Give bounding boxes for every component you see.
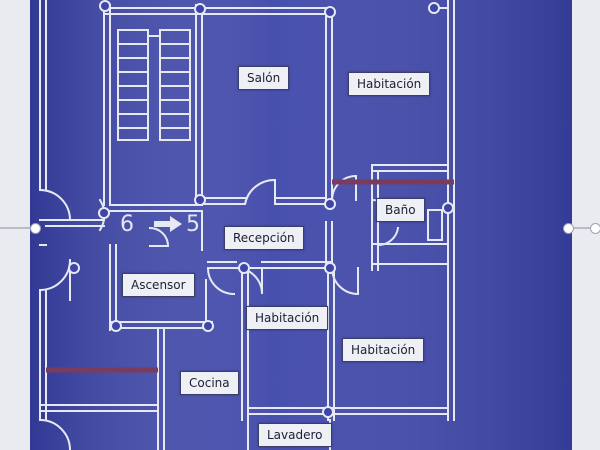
resize-handle-far-right[interactable] [590,223,600,234]
room-label-bano: Baño [376,198,425,222]
room-label-recepcion: Recepción [224,226,304,250]
room-label-cocina: Cocina [180,371,239,395]
wall-cocina [39,269,249,450]
stair-number-left: 6 [120,212,134,237]
accent-walls [46,179,454,373]
room-label-habitacion-center: Habitación [246,306,329,330]
wall-ascensor [109,244,213,331]
screen-glare [30,0,572,450]
wall-left-outer [39,0,47,421]
arrow-right-icon [154,216,182,232]
room-label-ascensor: Ascensor [122,273,195,297]
room-label-habitacion-right: Habitación [342,338,425,362]
frame-edge-left [0,227,30,229]
pillars [68,0,454,418]
frame-edge-right [572,227,600,229]
resize-handle-left[interactable] [30,223,41,234]
wall-salon-bottom [201,197,327,205]
room-label-salon: Salón [238,66,290,90]
wall-salon-habitacion [325,7,333,201]
stair-steps [117,29,191,141]
room-label-habitacion-top: Habitación [348,72,431,96]
resize-handle-right[interactable] [563,223,574,234]
room-label-lavadero: Lavadero [258,423,332,447]
wall-landing [45,204,203,251]
door-swings [38,174,400,450]
wall-bano [371,164,449,271]
stair-walls [103,4,331,206]
stair-number-right: 5 [186,212,200,237]
